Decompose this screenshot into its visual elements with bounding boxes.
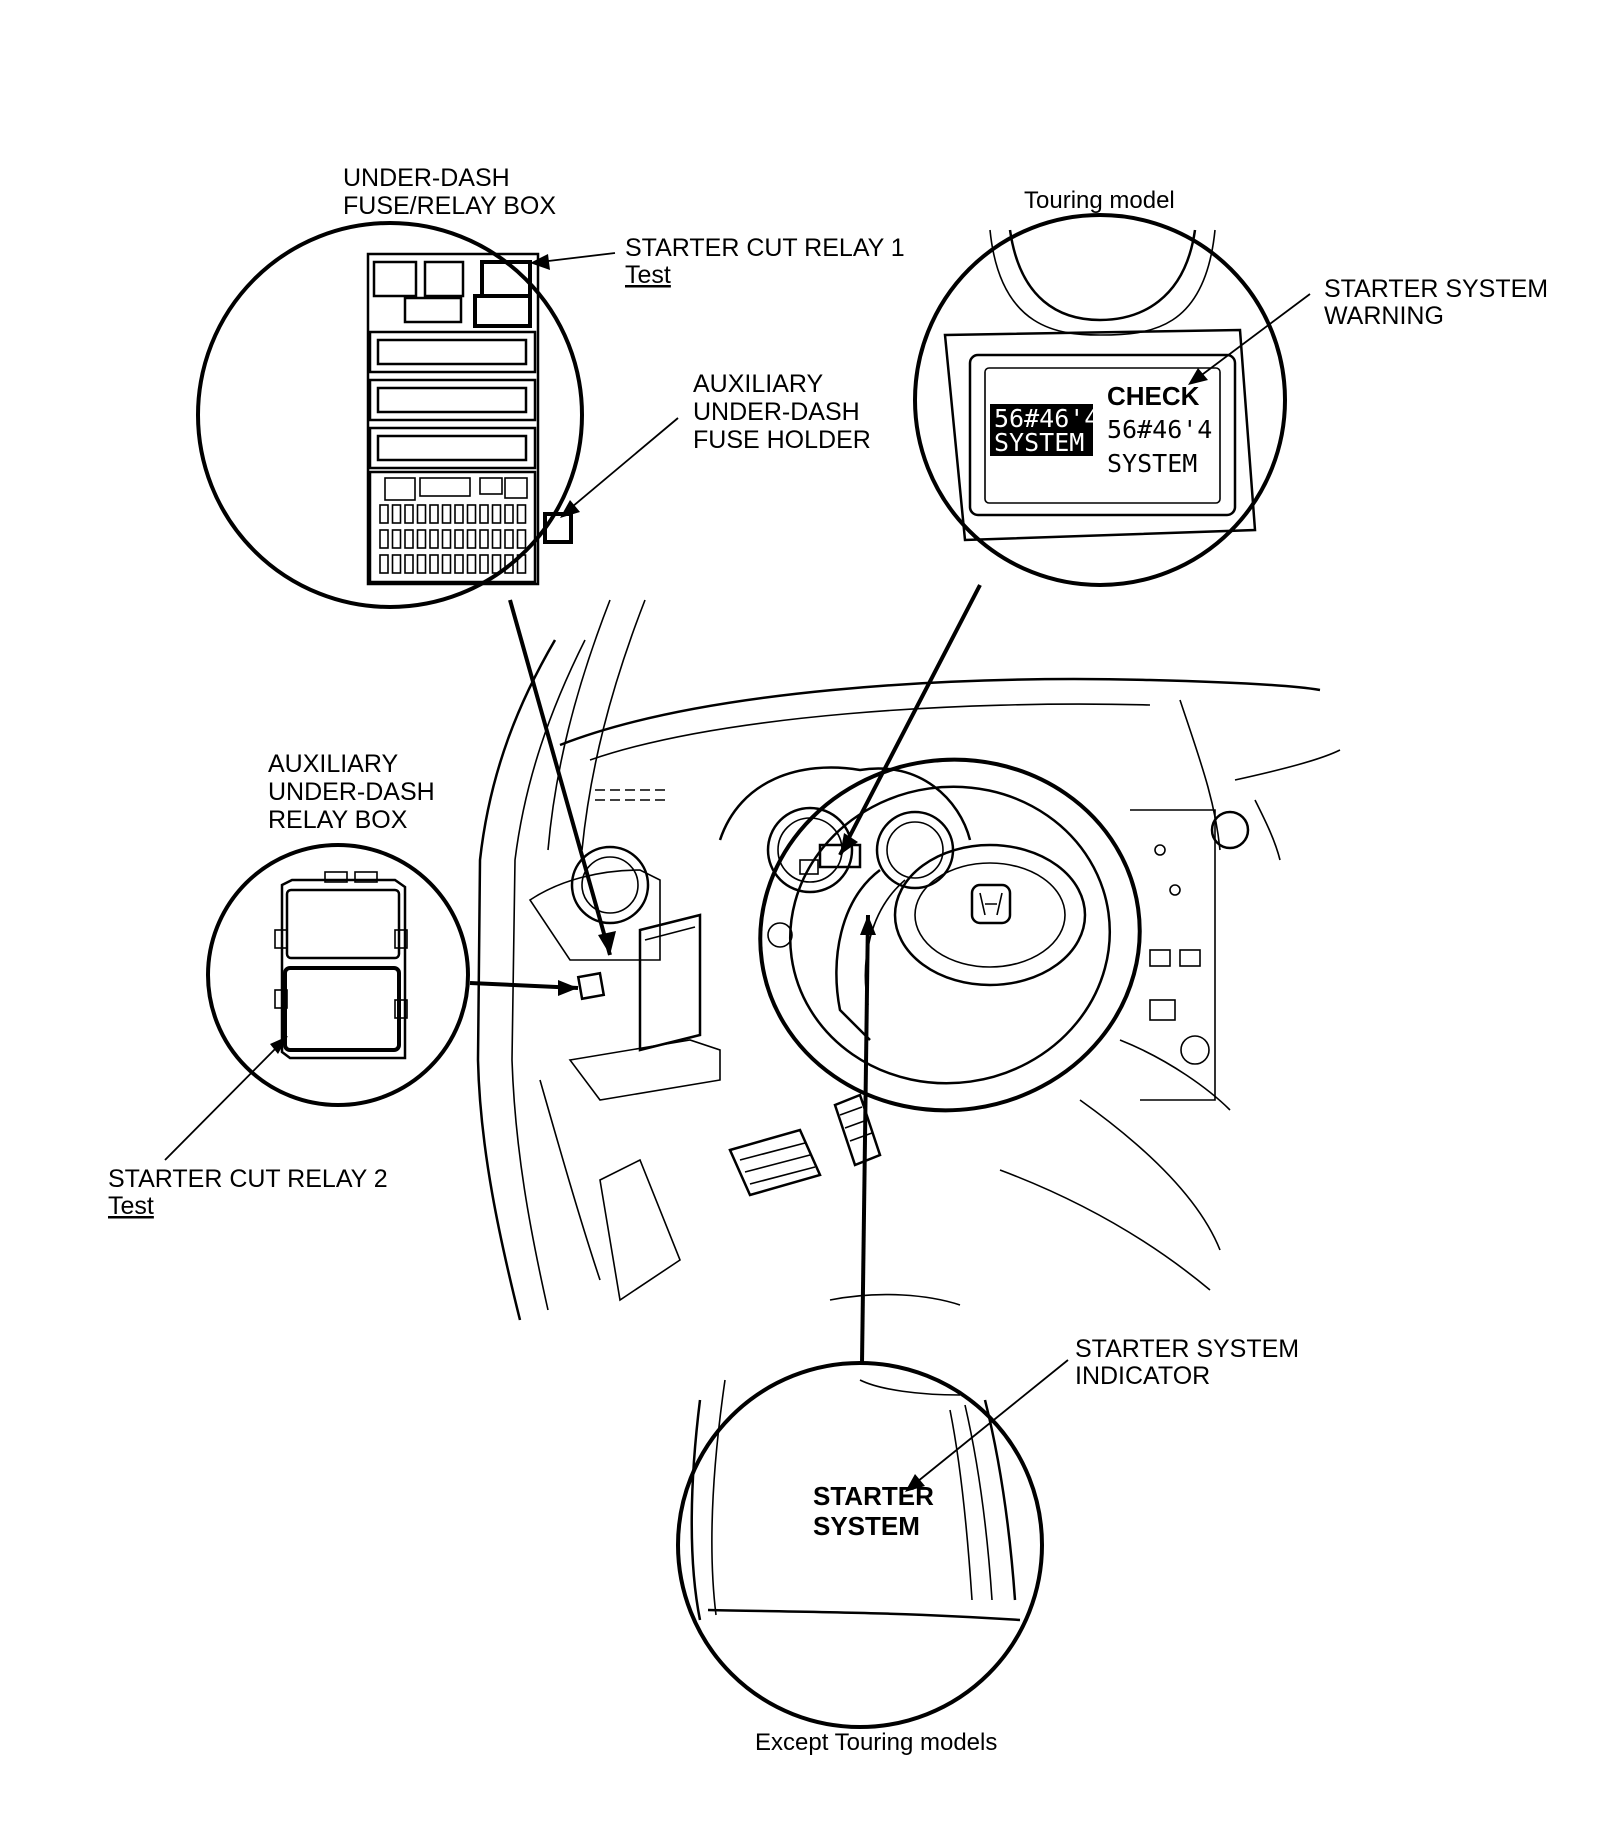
aux-relay-box-drawing xyxy=(274,871,408,1060)
label-aux-fuse-holder-line1: AUXILIARY xyxy=(693,370,823,398)
display-line2: 56#46'4 xyxy=(1107,415,1212,444)
label-starter-system-indicator-line1: STARTER SYSTEM xyxy=(1075,1335,1299,1363)
fuse-slot xyxy=(479,554,489,574)
label-starter-cut-relay-1: STARTER CUT RELAY 1 xyxy=(625,234,905,262)
fuse-rows xyxy=(379,504,527,574)
fuse-slot xyxy=(379,554,389,574)
fuse-slot xyxy=(429,504,439,524)
display-line3: SYSTEM xyxy=(1107,449,1197,478)
aux-fuse-holder-drawing xyxy=(543,512,573,544)
inverse-display-segment xyxy=(990,404,1093,456)
display-check: CHECK xyxy=(1107,381,1200,411)
fuse-slot xyxy=(491,504,502,524)
fuse-slot xyxy=(404,529,414,549)
fuse-slot xyxy=(454,504,464,524)
fuse-slot xyxy=(391,554,402,574)
label-test-2: Test xyxy=(108,1192,154,1220)
fuse-slot xyxy=(504,504,514,524)
label-aux-fuse-holder-line2: UNDER-DASH xyxy=(693,398,860,426)
fuse-slot xyxy=(466,504,477,524)
fuse-slot xyxy=(466,529,477,549)
fuse-slot xyxy=(416,504,427,524)
fuse-slot xyxy=(379,504,389,524)
label-starter-cut-relay-2: STARTER CUT RELAY 2 xyxy=(108,1165,388,1193)
dashboard-illustration xyxy=(476,599,1341,1321)
label-aux-relay-box-line1: AUXILIARY xyxy=(268,750,398,778)
fuse-slot xyxy=(429,554,439,574)
fuse-slot xyxy=(441,529,452,549)
label-aux-fuse-holder-line3: FUSE HOLDER xyxy=(693,426,871,454)
fuse-slot xyxy=(479,529,489,549)
fuse-slot xyxy=(416,529,427,549)
fuse-slot xyxy=(491,529,502,549)
fuse-slot xyxy=(516,554,527,574)
fuse-slot xyxy=(416,554,427,574)
label-touring-model: Touring model xyxy=(1024,187,1175,214)
fuse-slot xyxy=(441,504,452,524)
fuse-slot xyxy=(466,554,477,574)
fuse-relay-box-drawing xyxy=(366,252,540,586)
fuse-slot xyxy=(504,554,514,574)
fuse-slot xyxy=(429,529,439,549)
fuse-slot xyxy=(516,529,527,549)
label-under-dash-box-line1: UNDER-DASH xyxy=(343,164,510,192)
fuse-slot xyxy=(404,504,414,524)
fuse-slot xyxy=(404,554,414,574)
label-aux-relay-box-line2: UNDER-DASH xyxy=(268,778,435,806)
display-inverse-line2: SYSTEM xyxy=(994,428,1084,457)
fuse-slot xyxy=(504,529,514,549)
display-inverse-line1: 56#46'4 xyxy=(994,404,1099,433)
indicator-line2: SYSTEM xyxy=(813,1511,920,1541)
fuse-slot xyxy=(454,554,464,574)
fuse-slot xyxy=(391,529,402,549)
touring-display-callout: 56#46'4 SYSTEM CHECK 56#46'4 SYSTEM xyxy=(913,213,1287,587)
indicator-callout: STARTER SYSTEM xyxy=(676,1361,1044,1729)
under-dash-fuse-relay-box-callout xyxy=(196,221,584,609)
label-under-dash-box-line2: FUSE/RELAY BOX xyxy=(343,192,556,220)
label-except-touring: Except Touring models xyxy=(755,1729,997,1756)
leader-lines xyxy=(164,252,1311,1492)
label-test-1: Test xyxy=(625,261,671,289)
fuse-slot xyxy=(441,554,452,574)
aux-relay-box-callout xyxy=(206,843,470,1107)
labels: UNDER-DASH FUSE/RELAY BOX STARTER CUT RE… xyxy=(108,164,1548,1756)
label-starter-system-warning-line2: WARNING xyxy=(1324,302,1444,330)
label-aux-relay-box-line3: RELAY BOX xyxy=(268,806,408,834)
fuse-slot xyxy=(379,529,389,549)
fuse-slot xyxy=(491,554,502,574)
fuse-slot xyxy=(516,504,527,524)
fuse-slot xyxy=(479,504,489,524)
label-starter-system-indicator-line2: INDICATOR xyxy=(1075,1362,1210,1390)
label-starter-system-warning-line1: STARTER SYSTEM xyxy=(1324,275,1548,303)
fuse-slot xyxy=(454,529,464,549)
fuse-slot xyxy=(391,504,402,524)
